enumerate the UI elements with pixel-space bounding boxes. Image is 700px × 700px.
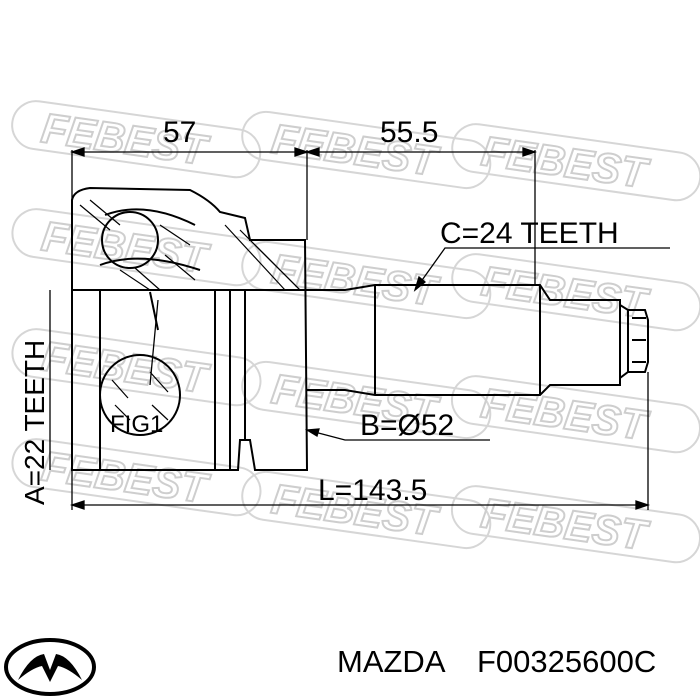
watermark-text: FEBEST [39,442,213,512]
dim-inner-spline: A=22 TEETH [19,340,50,505]
dim-outer-spline: C=24 TEETH [440,217,619,250]
dim-shaft-length: 55.5 [380,116,438,149]
watermark-text: FEBEST [478,379,652,449]
watermark-text: FEBEST [39,332,213,402]
cv-joint-drawing: FEBEST FEBEST FEBEST FEBEST FEBEST FEBES… [11,100,700,564]
watermark-text: FEBEST [478,489,652,559]
footer-part-number: F00325600C [477,644,657,679]
figure-ref-label: FIG1 [110,411,163,438]
dim-bearing-diameter: B=Ø52 [360,409,454,442]
dimension-lines [49,147,670,510]
dim-outer-length: 57 [163,116,196,149]
mazda-logo-icon [4,638,96,696]
footer-brand: MAZDA [337,644,446,679]
part-outline [71,186,649,471]
watermark-text: FEBEST [269,245,443,315]
watermark-text: FEBEST [479,257,653,327]
dim-total-length: L=143.5 [318,474,427,507]
watermark-text: FEBEST [39,212,213,282]
watermark-text: FEBEST [479,127,653,197]
